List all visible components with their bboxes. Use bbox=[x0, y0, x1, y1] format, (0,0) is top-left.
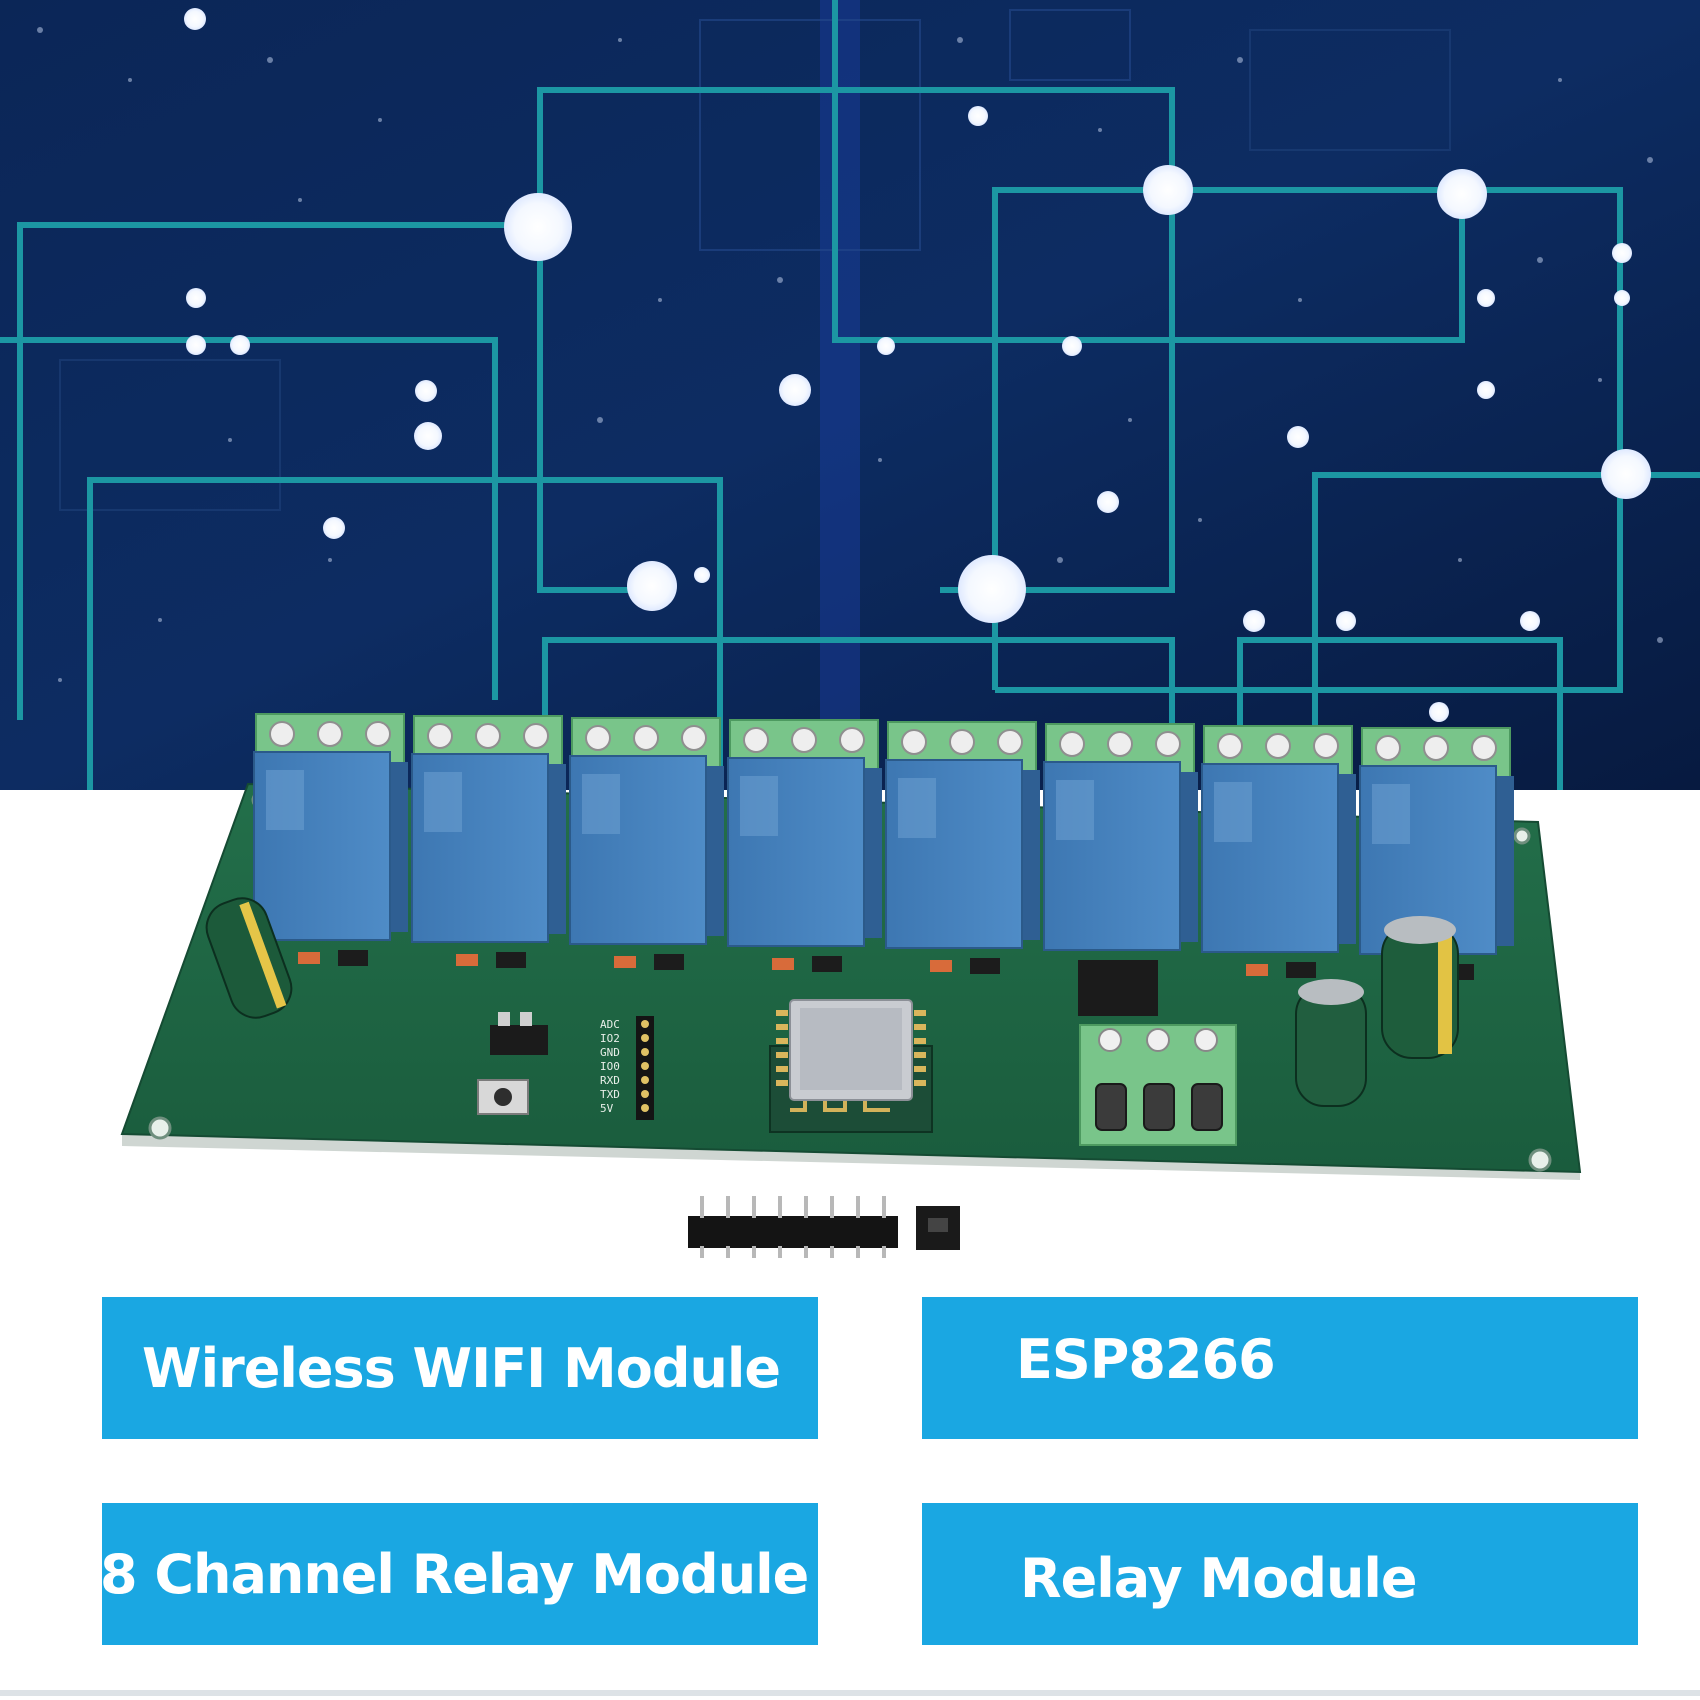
pcb-shadow bbox=[122, 1134, 1580, 1180]
pin bbox=[778, 1246, 782, 1258]
pin bbox=[778, 1196, 782, 1218]
label-channels-text: 8 Channel Relay Module bbox=[100, 1542, 809, 1606]
pin-header-strip bbox=[688, 1196, 898, 1258]
pin-label: ADC bbox=[600, 1018, 620, 1031]
label-esp8266: ESP8266 bbox=[922, 1297, 1638, 1439]
pin bbox=[752, 1196, 756, 1218]
pin bbox=[700, 1246, 704, 1258]
pin bbox=[856, 1196, 860, 1218]
relay-1 bbox=[253, 713, 408, 966]
capacitor-right-small bbox=[1295, 979, 1367, 1107]
glowing-nodes bbox=[184, 8, 1651, 722]
pin-label: IO2 bbox=[600, 1032, 620, 1045]
label-relay-module: Relay Module bbox=[922, 1503, 1638, 1645]
power-terminal bbox=[1078, 960, 1237, 1146]
pin bbox=[830, 1196, 834, 1218]
relay-5 bbox=[885, 721, 1040, 974]
bottom-divider bbox=[0, 1690, 1700, 1696]
pin bbox=[882, 1196, 886, 1218]
jumper-cap bbox=[916, 1206, 960, 1250]
pin-label: GND bbox=[600, 1046, 620, 1059]
pin-label: TXD bbox=[600, 1088, 620, 1101]
relay-6 bbox=[1043, 723, 1198, 976]
pin bbox=[804, 1246, 808, 1258]
reset-button-part bbox=[477, 1079, 529, 1115]
relay-2 bbox=[411, 715, 566, 968]
circuit-background bbox=[0, 0, 1700, 790]
voltage-regulator bbox=[490, 1012, 548, 1055]
pin-label: RXD bbox=[600, 1074, 620, 1087]
capacitor-left bbox=[205, 897, 293, 1019]
pin bbox=[726, 1246, 730, 1258]
label-relay-text: Relay Module bbox=[1020, 1546, 1418, 1610]
capacitor-right-large bbox=[1381, 916, 1459, 1059]
pin-label: IO0 bbox=[600, 1060, 620, 1073]
label-8-channel-relay-module: 8 Channel Relay Module bbox=[100, 1503, 818, 1645]
pin bbox=[700, 1196, 704, 1218]
pin bbox=[856, 1246, 860, 1258]
label-wireless-wifi-module: Wireless WIFI Module bbox=[102, 1297, 818, 1439]
pin bbox=[882, 1246, 886, 1258]
relay-3 bbox=[569, 717, 724, 970]
label-wireless-text: Wireless WIFI Module bbox=[142, 1336, 781, 1400]
pin-label: 5V bbox=[600, 1102, 614, 1115]
pin bbox=[830, 1246, 834, 1258]
relay-7 bbox=[1201, 725, 1356, 978]
relay-row bbox=[253, 713, 1514, 980]
pin bbox=[804, 1196, 808, 1218]
pin bbox=[752, 1246, 756, 1258]
label-chip-text: ESP8266 bbox=[1016, 1327, 1276, 1391]
pin bbox=[726, 1196, 730, 1218]
relay-4 bbox=[727, 719, 882, 972]
esp8266-module bbox=[769, 999, 933, 1133]
